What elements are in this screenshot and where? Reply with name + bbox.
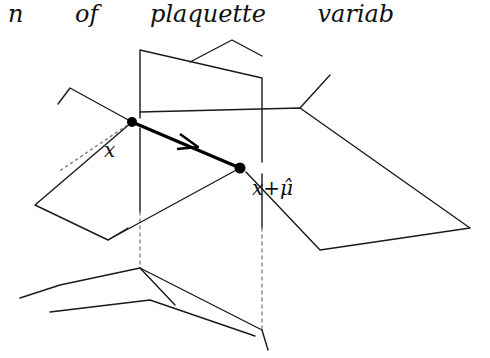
lower-plaquette-edge (140, 268, 262, 330)
hidden-edge (139, 212, 140, 268)
site-label: x+μ̂ (252, 178, 293, 198)
bottom-plaquette (20, 268, 140, 298)
lower-plaquette-edge (139, 128, 140, 212)
depth-line (58, 122, 132, 172)
link-line (132, 122, 240, 168)
right-plaquette (140, 108, 470, 250)
site-dot (127, 117, 137, 127)
heading-fragment: n of plaquette variab (8, 2, 394, 26)
site-label: x (104, 140, 115, 160)
hidden-edge (261, 228, 262, 330)
upper-plaquette (140, 50, 262, 162)
left-plaquette (35, 122, 240, 240)
site-dot (235, 163, 246, 174)
left-plaquette (108, 228, 128, 240)
tilted-plaquette (190, 40, 262, 62)
bottom-plaquette (140, 268, 175, 305)
bottom-plaquette (50, 300, 255, 336)
link-arrowhead (177, 134, 198, 149)
lower-plaquette-edge (262, 330, 268, 350)
tilted-plaquette (58, 88, 132, 122)
plaquette-edge (300, 75, 330, 108)
